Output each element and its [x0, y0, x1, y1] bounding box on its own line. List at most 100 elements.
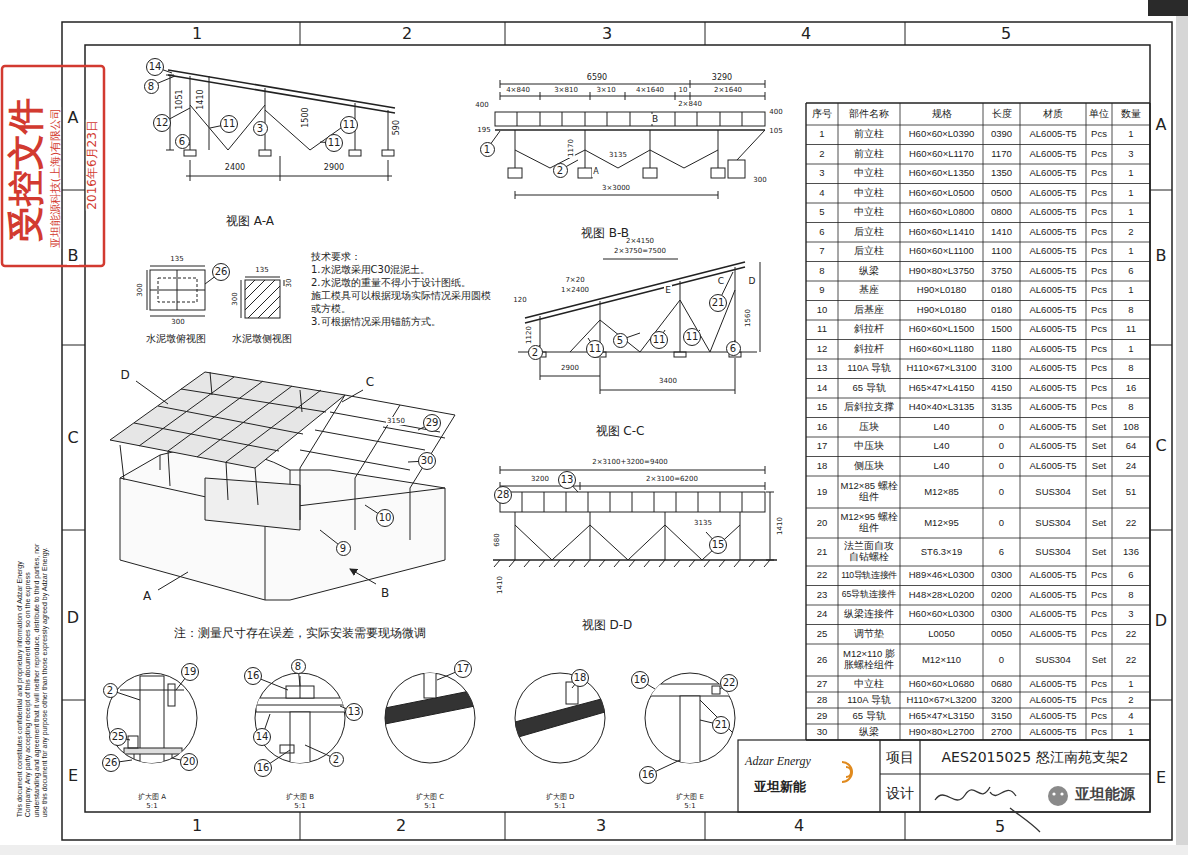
callout-number: 30 — [421, 455, 434, 466]
table-cell: 2 — [808, 149, 836, 160]
callout-circle: 2 — [553, 163, 568, 178]
table-cell: Pcs — [1088, 324, 1110, 335]
table-cell: H60×60×L0300 — [902, 609, 981, 620]
title-block — [1060, 792, 1063, 795]
view-b-b — [495, 112, 765, 126]
table-cell: Set — [1088, 655, 1110, 666]
detail-caption: 扩大图 D — [545, 793, 576, 801]
callout-number: 17 — [457, 663, 470, 674]
table-cell: Set — [1088, 461, 1110, 472]
detail-view — [515, 673, 605, 763]
table-cell: Pcs — [1088, 285, 1110, 296]
table-cell: 1 — [1114, 727, 1148, 738]
grid-reference: D — [66, 609, 80, 627]
table-cell: SUS304 — [1022, 518, 1084, 529]
table-cell: AL6005-T5 — [1022, 344, 1084, 355]
table-cell: 0 — [985, 655, 1018, 666]
detail-view — [107, 666, 740, 775]
table-cell: 中立柱 — [840, 679, 898, 690]
view-c-c — [674, 352, 686, 357]
table-cell: AL6005-T5 — [1022, 168, 1084, 179]
table-cell: 1170 — [985, 149, 1018, 160]
view-b-b — [728, 160, 745, 178]
table-cell: 0300 — [985, 609, 1018, 620]
table-cell: L40 — [902, 422, 981, 433]
table-cell: Pcs — [1088, 363, 1110, 374]
detail-d-parts — [515, 698, 605, 738]
table-cell: 3 — [1114, 149, 1148, 160]
dimension-text: D — [119, 369, 130, 383]
table-cell: H48×28×L0200 — [902, 590, 981, 601]
table-cell: AL6005-T5 — [1022, 285, 1084, 296]
title-block-text: 亚坦能源 — [1074, 786, 1136, 803]
callout-circle: 6 — [175, 134, 190, 149]
table-rule — [806, 144, 1150, 145]
dimension-text: 30 — [285, 278, 293, 289]
view-3d — [300, 395, 455, 488]
table-rule — [806, 378, 1150, 379]
view-a-a — [151, 67, 395, 181]
table-cell: ST6.3×19 — [902, 547, 981, 558]
view-title: 水泥墩俯视图 — [145, 333, 207, 345]
table-cell: AL6005-T5 — [1022, 609, 1084, 620]
table-cell: 13 — [808, 363, 836, 374]
callout-number: 1 — [484, 144, 490, 155]
callout-circle: 26 — [212, 263, 230, 281]
table-cell: AL6005-T5 — [1022, 129, 1084, 140]
callout-number: 21 — [712, 297, 725, 308]
view-title: 水泥墩侧视图 — [231, 333, 293, 345]
table-cell: 12 — [808, 344, 836, 355]
table-cell: 基座 — [840, 285, 898, 296]
table-cell: 法兰面自攻 自钻螺栓 — [840, 541, 898, 563]
table-cell: 110导轨连接件 — [840, 571, 898, 581]
dimension-text: 1120 — [525, 325, 533, 345]
dimension-text: 2×3750=7500 — [613, 247, 667, 255]
table-cell: H89×46×L0300 — [902, 570, 981, 581]
dimension-text: 3135 — [608, 151, 628, 159]
dimension-text: 7×20 — [564, 276, 585, 284]
view-b-b — [515, 191, 718, 199]
table-cell: H65×47×L4150 — [902, 383, 981, 394]
table-cell: 22 — [1114, 518, 1148, 529]
view-c-c — [603, 259, 760, 352]
table-cell: 3750 — [985, 266, 1018, 277]
dimension-text: 300 — [170, 318, 185, 326]
table-cell: AL6005-T5 — [1022, 711, 1084, 722]
table-cell: 0 — [985, 487, 1018, 498]
callout-circle: 5 — [613, 333, 628, 348]
callout-circle: 11 — [586, 340, 604, 358]
table-rule — [806, 164, 1150, 165]
table-rule — [806, 300, 1150, 301]
table-cell: 0050 — [985, 629, 1018, 640]
callout-number: 26 — [215, 266, 228, 277]
table-cell: 0390 — [985, 129, 1018, 140]
dimension-text: 3135 — [693, 519, 713, 527]
title-block — [738, 740, 1150, 812]
callout-number: 2 — [557, 165, 563, 176]
dimension-text: 680 — [493, 532, 501, 547]
dimension-text: 1410 — [776, 516, 784, 536]
callout-number: 6 — [730, 343, 736, 354]
view-b-b — [495, 129, 765, 131]
detail-b-parts — [256, 676, 346, 767]
table-cell: 0 — [985, 422, 1018, 433]
callout-circle: 12 — [153, 114, 171, 132]
detail-e-parts — [650, 684, 740, 766]
table-rule — [900, 103, 901, 740]
table-cell: Pcs — [1088, 590, 1110, 601]
table-cell: Pcs — [1088, 402, 1110, 413]
table-cell: AL6005-T5 — [1022, 324, 1084, 335]
table-cell: M12×85 — [902, 487, 981, 498]
callout-number: 14 — [256, 731, 269, 742]
table-rule — [806, 261, 1150, 262]
table-cell: H90×L0180 — [902, 285, 981, 296]
table-cell: 后立柱 — [840, 227, 898, 238]
technical-note: 1.水泥墩采用C30混泥土。 — [310, 264, 431, 276]
view-a-a — [166, 75, 209, 150]
table-cell: Pcs — [1088, 711, 1110, 722]
callout-number: 6 — [179, 136, 185, 147]
technical-note: 施工模具可以根据现场实际情况采用圆模 — [310, 290, 492, 302]
callout-circle: 11 — [683, 328, 701, 346]
dimension-text: 400 — [768, 108, 783, 116]
table-cell: 8 — [1114, 305, 1148, 316]
